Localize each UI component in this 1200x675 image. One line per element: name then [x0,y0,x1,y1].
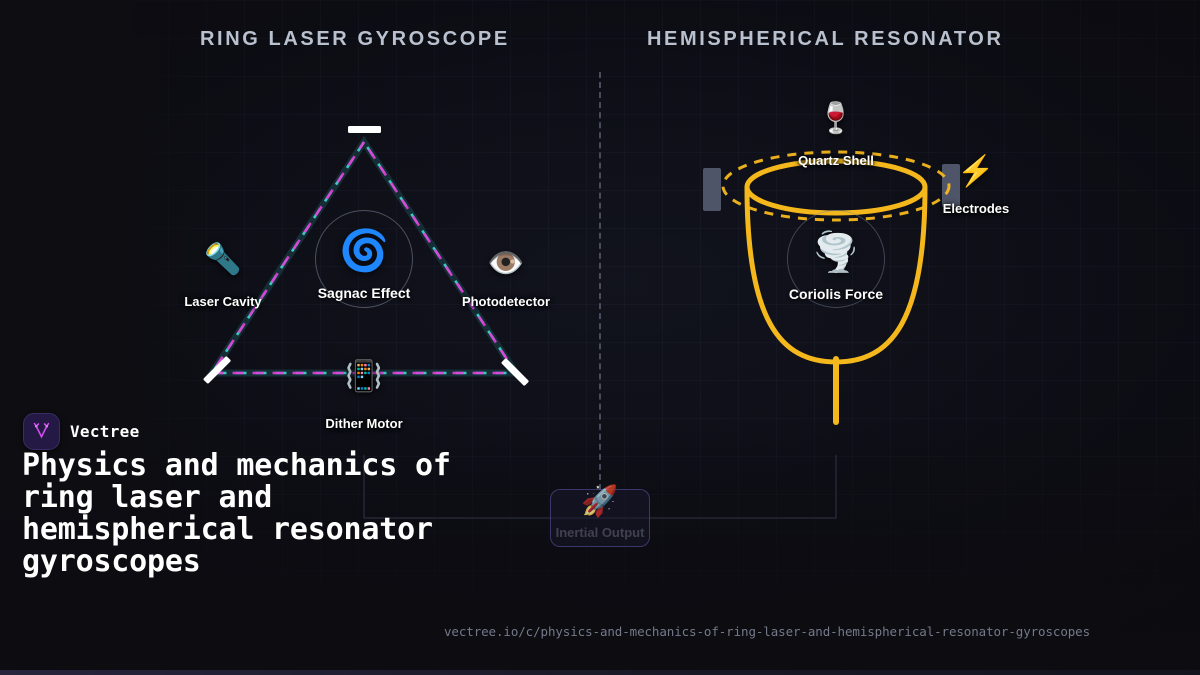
panel-divider [599,72,601,490]
sagnac-effect-icon: 🌀 [339,229,389,273]
ring-laser-triangle [203,126,529,386]
rocket-icon: 🚀 [581,485,619,518]
footer-url: vectree.io/c/physics-and-mechanics-of-ri… [444,624,1091,639]
mirror-bottom-left [203,356,231,384]
mirror-top [348,126,381,133]
brand-block: Vectree [23,413,140,450]
mirror-bottom-right [501,358,529,386]
photodetector-icon: 👁️ [487,247,525,280]
laser-cavity-icon: 🔦 [204,243,242,276]
quartz-shell-icon: 🍷 [817,102,855,135]
hemispherical-resonator [703,150,960,425]
electrodes-label: Electrodes [942,201,1010,216]
coriolis-halo-circle [787,210,885,308]
resonator-rim [744,158,928,216]
page-title: Physics and mechanics of ring laser and … [22,448,451,580]
dither-motor-label: Dither Motor [325,416,403,431]
electrode-right [942,164,960,207]
laser-cavity-label: Laser Cavity [184,294,262,309]
brand-name: Vectree [70,422,140,441]
photodetector-label: Photodetector [461,294,551,309]
electrodes-icon: ⚡ [957,155,995,188]
vectree-logo-icon [23,413,60,450]
sagnac-halo-circle [315,210,413,308]
dither-motor-icon: 📳 [345,360,383,393]
beam-clockwise [209,139,519,375]
coriolis-force-icon: 🌪️ [812,232,860,274]
vibration-mode-ellipse [721,150,951,222]
bottom-accent-bar [0,670,1200,675]
sagnac-effect-label: Sagnac Effect [317,285,411,301]
panel-title-ring-laser-gyroscope: RING LASER GYROSCOPE [200,28,510,50]
panel-title-hemispherical-resonator: HEMISPHERICAL RESONATOR [647,28,1004,50]
coriolis-force-label: Coriolis Force [788,286,884,302]
beam-counterclockwise [209,139,519,375]
inertial-output-node[interactable] [550,489,650,547]
inertial-output-label: Inertial Output [555,525,645,540]
quartz-shell-label: Quartz Shell [798,153,874,168]
electrode-left [703,168,721,211]
